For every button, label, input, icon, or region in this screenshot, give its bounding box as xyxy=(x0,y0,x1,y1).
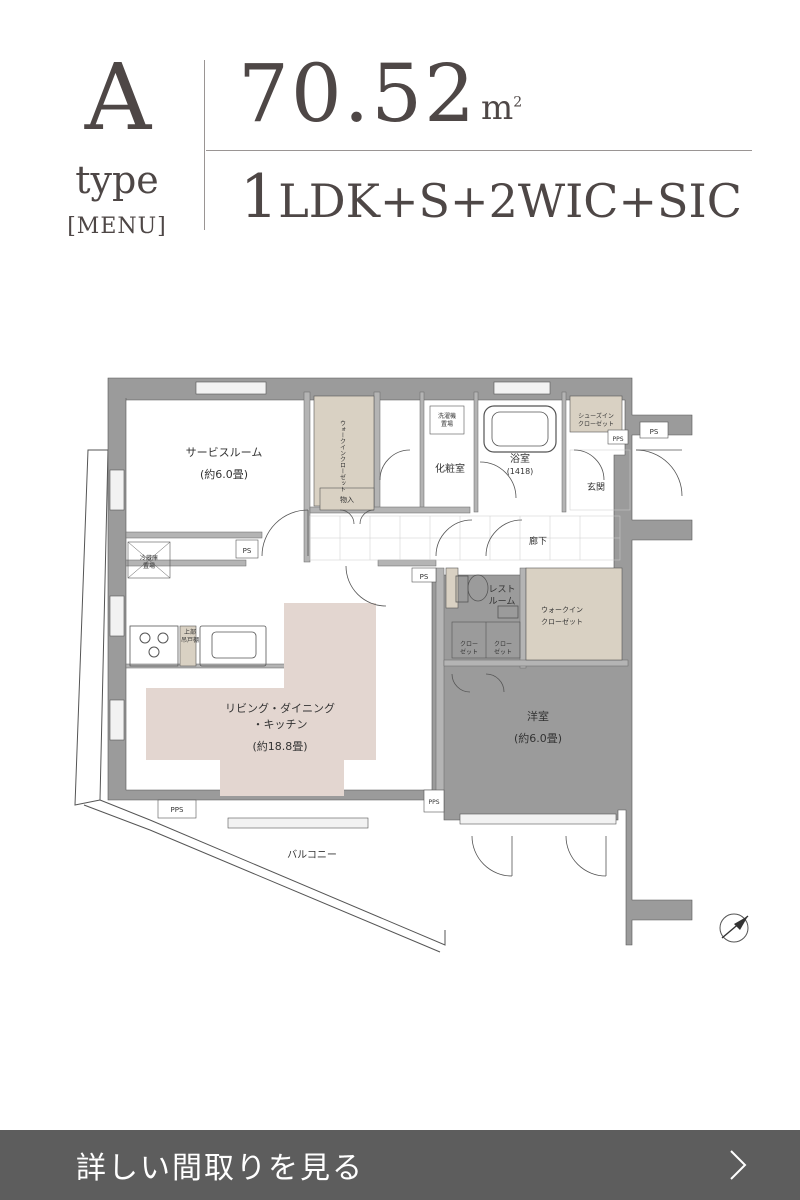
room-restroom-line1: レスト xyxy=(488,585,515,595)
plan-structure xyxy=(74,377,749,953)
tag-ps: PS xyxy=(650,428,659,436)
tag-pps: PPS xyxy=(428,799,439,806)
tag-ps: PS xyxy=(420,573,429,581)
type-word: type xyxy=(75,158,159,202)
tag-pps: PPS xyxy=(171,806,184,814)
room-powder: 化粧室 xyxy=(435,462,465,475)
room-western: 洋室 xyxy=(527,709,549,723)
layout-number: 1 xyxy=(240,162,279,232)
detail-floorplan-button[interactable]: 詳しい間取りを見る xyxy=(0,1130,800,1200)
room-closet-b-line1: クロー xyxy=(494,641,512,648)
layout-rest: LDK+S+2WIC+SIC xyxy=(278,174,742,228)
room-shoesin-line1: シューズイン xyxy=(578,412,614,420)
room-ldk-line1: リビング・ダイニング xyxy=(225,701,335,715)
room-ldk-size: (約18.8畳) xyxy=(252,739,307,753)
floor-area: 70.52 m2 xyxy=(238,44,522,144)
room-washer-line2: 置場 xyxy=(441,420,453,428)
room-fridge-line1: 冷蔵庫 xyxy=(140,554,158,562)
room-bath: 浴室 xyxy=(510,452,530,465)
room-restroom-line2: ルーム xyxy=(489,596,516,607)
room-closet-b-line2: ゼット xyxy=(494,648,512,656)
room-hallway: 廊下 xyxy=(529,535,547,547)
room-wic-vertical: ウォークインクローゼット xyxy=(339,420,346,492)
vertical-divider xyxy=(204,60,205,230)
chevron-right-icon xyxy=(730,1150,747,1180)
room-storage: 物入 xyxy=(340,495,354,504)
horizontal-divider xyxy=(206,150,752,151)
room-wic-line1: ウォークイン xyxy=(541,606,583,614)
room-fridge-line2: 置場 xyxy=(143,562,155,570)
area-value: 70.52 xyxy=(238,47,478,140)
room-entrance: 玄関 xyxy=(587,481,605,493)
room-washer-line1: 洗濯機 xyxy=(438,412,456,420)
area-unit: m2 xyxy=(481,88,523,128)
room-ldk-line2: ・キッチン xyxy=(253,718,308,731)
room-western-size: (約6.0畳) xyxy=(514,731,562,745)
room-bath-size: (1418) xyxy=(507,467,534,476)
room-upper-cabinet-line1: 上部 xyxy=(184,628,196,636)
room-shoesin-line2: クローゼット xyxy=(578,420,614,428)
tag-pps: PPS xyxy=(612,436,623,443)
room-closet-a-line2: ゼット xyxy=(460,648,478,656)
room-wic-line2: クローゼット xyxy=(541,617,583,626)
room-service-size: (約6.0畳) xyxy=(200,467,248,481)
type-letter: A xyxy=(84,44,152,151)
room-service: サービスルーム xyxy=(186,446,263,459)
layout-type: 1LDK+S+2WIC+SIC xyxy=(240,160,742,234)
type-menu-label: [MENU] xyxy=(67,214,167,239)
room-balcony: バルコニー xyxy=(287,849,337,861)
floor-plan: サービスルーム (約6.0畳) リビング・ダイニング ・キッチン (約18.8畳… xyxy=(74,377,749,953)
room-closet-a-line1: クロー xyxy=(460,641,478,648)
room-upper-cabinet-line2: 吊戸棚 xyxy=(181,636,199,644)
tag-ps: PS xyxy=(243,547,252,555)
compass-icon xyxy=(719,913,749,943)
detail-floorplan-label: 詳しい間取りを見る xyxy=(76,1151,364,1186)
